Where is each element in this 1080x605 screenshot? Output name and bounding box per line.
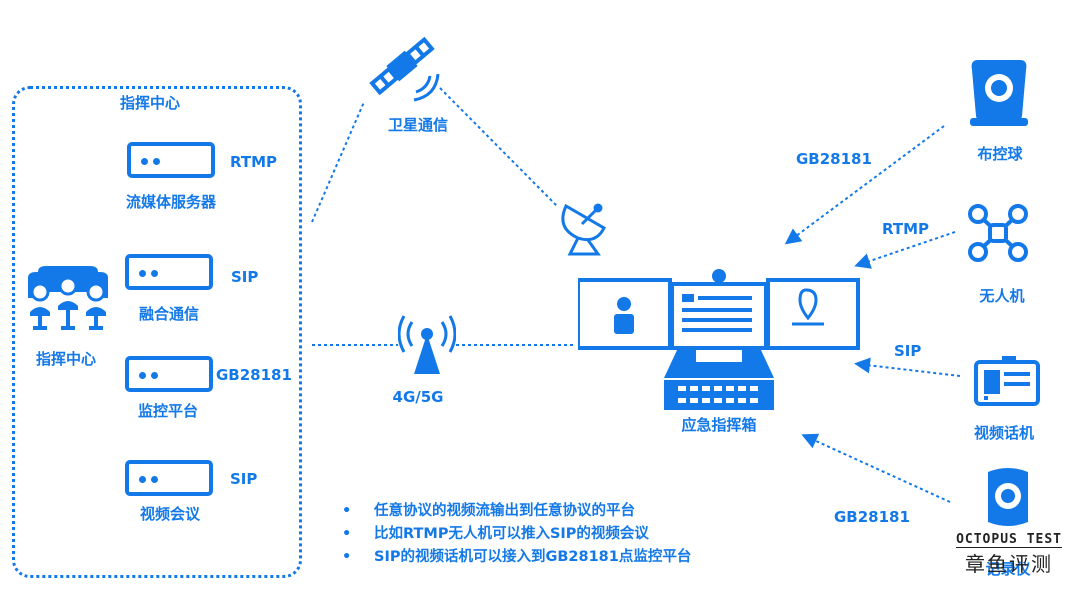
- command-center-panel: [12, 86, 302, 578]
- link-satellite-dish: [439, 87, 558, 207]
- drone-icon: [968, 204, 1028, 262]
- streaming-server-label: 流媒体服务器: [125, 193, 217, 211]
- body-camera-icon: [988, 468, 1028, 526]
- panel-title: 指挥中心: [119, 94, 181, 112]
- body-camera-label: 记录仪: [985, 560, 1031, 578]
- command-center-label: 指挥中心: [35, 350, 97, 368]
- video-phone-label: 视频话机: [973, 424, 1035, 442]
- note-item: 任意协议的视频流输出到任意协议的平台: [342, 500, 691, 523]
- watermark: OCTOPUS TEST 章鱼评测: [956, 532, 1062, 577]
- emergency-command-box-icon: [578, 269, 860, 410]
- cellular-tower-icon: [398, 315, 456, 374]
- note-item: 比如RTMP无人机可以推入SIP的视频会议: [342, 523, 691, 546]
- drone-protocol: RTMP: [882, 220, 930, 238]
- arrow-drone: [854, 231, 956, 269]
- converged-comm-protocol: SIP: [231, 268, 259, 286]
- drone-label: 无人机: [979, 287, 1025, 305]
- monitoring-server-icon: [125, 356, 213, 392]
- streaming-server-icon: [127, 142, 215, 178]
- streaming-server-protocol: RTMP: [230, 153, 278, 171]
- monitoring-label: 监控平台: [137, 402, 199, 420]
- arrow-body-camera: [801, 433, 951, 503]
- satellite-label: 卫星通信: [387, 116, 449, 134]
- arrow-dome-camera: [784, 125, 945, 245]
- watermark-line1: OCTOPUS TEST: [956, 532, 1062, 548]
- converged-comm-server-icon: [125, 254, 213, 290]
- dome-camera-label: 布控球: [977, 145, 1023, 163]
- video-phone-icon: [974, 356, 1040, 406]
- note-item: SIP的视频话机可以接入到GB28181点监控平台: [342, 546, 691, 569]
- satellite-icon: [369, 36, 440, 102]
- body-camera-protocol: GB28181: [834, 508, 910, 526]
- link-left-satellite: [311, 101, 365, 223]
- video-conference-protocol: SIP: [230, 470, 258, 488]
- satellite-dish-icon: [561, 203, 606, 256]
- converged-comm-label: 融合通信: [138, 305, 200, 323]
- notes-list: 任意协议的视频流输出到任意协议的平台 比如RTMP无人机可以推入SIP的视频会议…: [342, 500, 691, 569]
- video-phone-protocol: SIP: [894, 342, 922, 360]
- watermark-line2: 章鱼评测: [965, 552, 1054, 576]
- video-conference-server-icon: [125, 460, 213, 496]
- monitoring-protocol: GB28181: [216, 366, 292, 384]
- dome-camera-protocol: GB28181: [796, 150, 872, 168]
- dome-camera-icon: [970, 60, 1028, 126]
- arrow-video-phone: [854, 357, 961, 377]
- video-conference-label: 视频会议: [139, 505, 201, 523]
- command-center-people-icon: [28, 266, 108, 330]
- emergency-box-label: 应急指挥箱: [681, 416, 757, 434]
- cellular-label: 4G/5G: [392, 388, 444, 406]
